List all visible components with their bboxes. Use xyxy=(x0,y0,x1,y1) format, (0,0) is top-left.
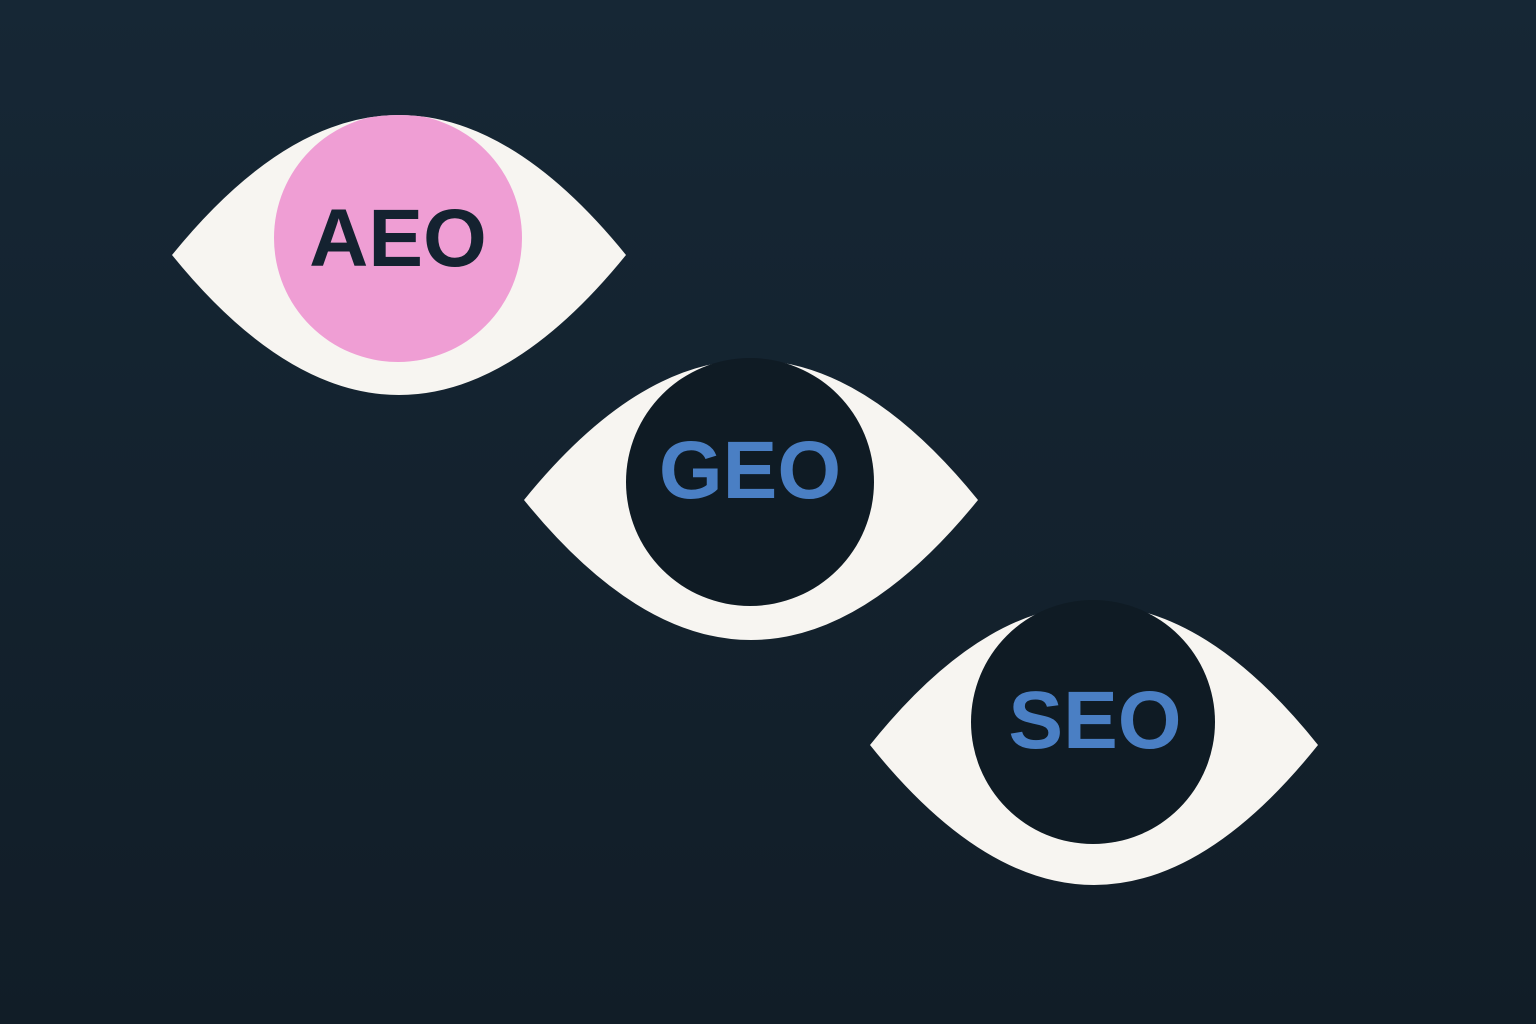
eye-label-seo: SEO xyxy=(1008,675,1181,766)
eye-geo: GEO xyxy=(524,358,978,640)
eye-label-geo: GEO xyxy=(659,425,841,516)
iris-dark xyxy=(626,358,874,606)
eye-seo: SEO xyxy=(870,600,1318,885)
eye-label-aeo: AEO xyxy=(309,193,487,284)
iris-dark xyxy=(971,600,1215,844)
eye-aeo: AEO xyxy=(172,115,626,395)
iris-pink xyxy=(274,115,522,362)
